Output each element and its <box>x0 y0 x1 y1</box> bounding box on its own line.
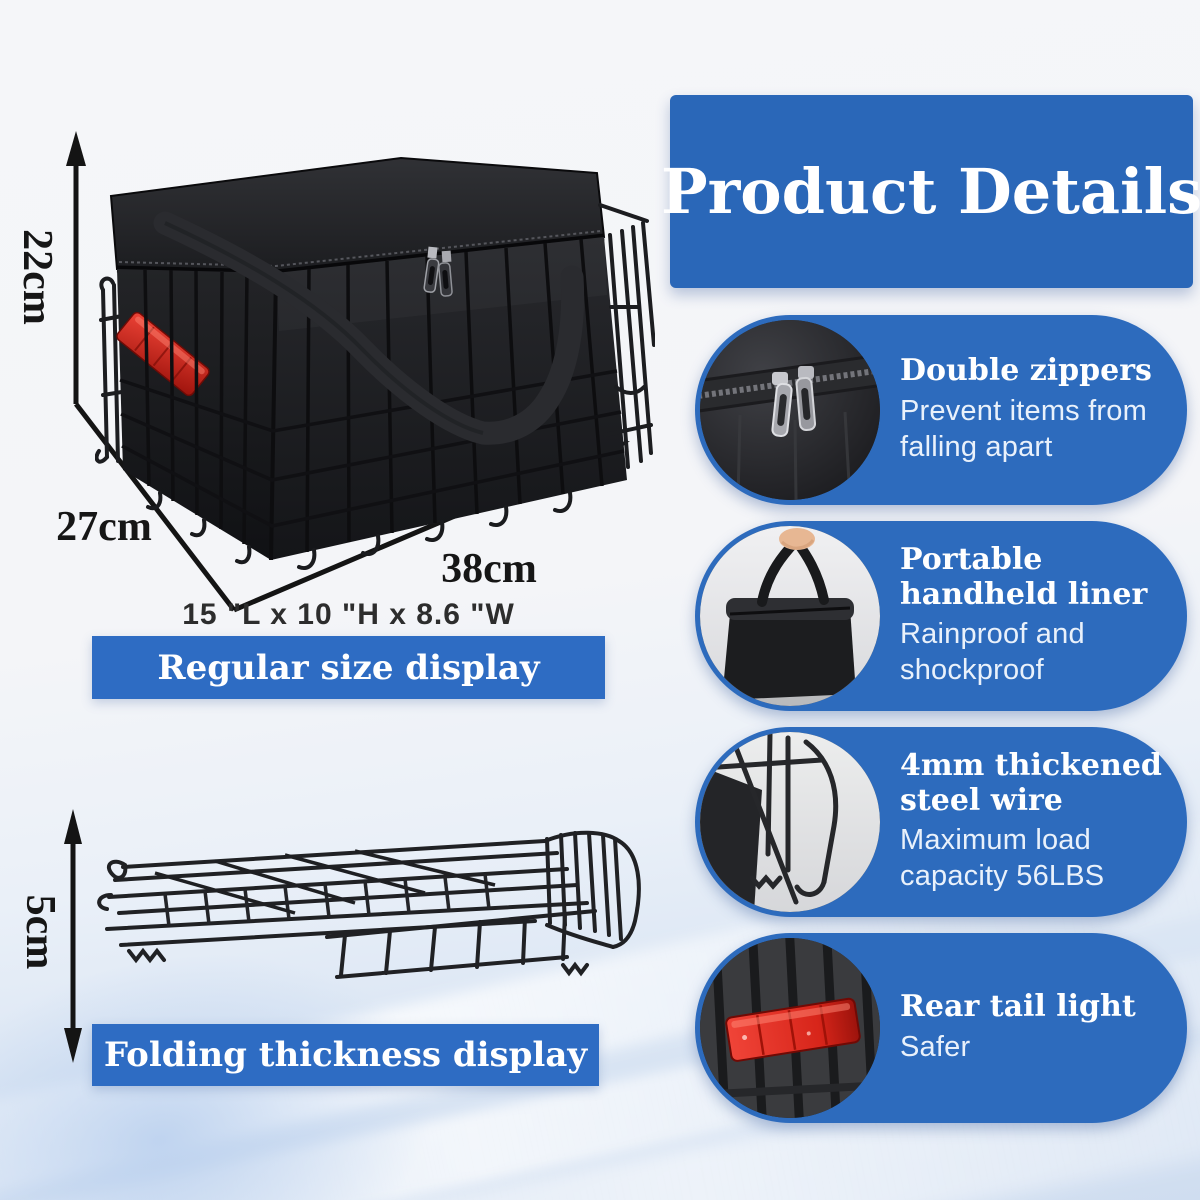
feature-desc: Maximum load capacity 56LBS <box>900 824 1105 893</box>
handheld-liner-photo <box>700 526 880 706</box>
feature-title: Double zippers <box>900 353 1152 389</box>
right-wire-overhang <box>598 203 655 469</box>
lid-zipper-teeth <box>118 230 602 268</box>
folded-basket-photo <box>97 830 641 979</box>
folded-grid-ticks <box>163 873 491 927</box>
feature-title: Portable handheld liner <box>900 541 1148 612</box>
steel-wires <box>701 732 839 905</box>
zipper-pulls <box>423 246 453 297</box>
folded-thickness-label: 5cm <box>17 894 63 970</box>
folded-front-rail <box>325 909 597 979</box>
basket-front-face <box>271 237 627 560</box>
tail-light-photo <box>700 938 880 1118</box>
main-basket-photo <box>95 156 655 570</box>
folded-hooks-springs <box>97 859 589 977</box>
product-details-title: Product Details <box>660 155 1200 228</box>
feature-title: Rear tail light <box>900 989 1136 1025</box>
double-zippers-photo <box>700 320 880 500</box>
height-dimension-arrow <box>66 131 86 404</box>
folding-thickness-banner: Folding thickness display <box>92 1024 599 1086</box>
feature-title: 4mm thickened steel wire <box>900 747 1162 818</box>
feature-card-steel-wire: 4mm thickened steel wire Maximum load ca… <box>695 727 1187 917</box>
height-dimension-label: 22cm <box>14 229 60 325</box>
folded-thickness-arrow <box>64 809 82 1063</box>
folded-diagonal-wires <box>154 849 496 915</box>
rear-reflector <box>725 997 861 1062</box>
imperial-size-text: 15 "L x 10 "H x 8.6 "W <box>182 598 515 631</box>
regular-size-banner: Regular size display <box>92 636 605 699</box>
feature-card-double-zippers: Double zippers Prevent items from fallin… <box>695 315 1187 505</box>
feature-desc: Rainproof and shockproof <box>900 618 1085 687</box>
left-face-wires <box>143 269 249 545</box>
folding-thickness-banner-label: Folding thickness display <box>103 1035 588 1075</box>
hand <box>779 528 815 550</box>
feature-desc: Prevent items from falling apart <box>900 394 1147 463</box>
regular-size-banner-label: Regular size display <box>157 647 540 688</box>
product-details-header: Product Details <box>661 95 1200 288</box>
folded-end-comb <box>543 830 641 949</box>
bottom-wire-hooks <box>146 491 573 570</box>
zipper-pull-icon <box>771 366 817 438</box>
feature-card-tail-light: Rear tail light Safer <box>695 933 1187 1123</box>
feature-card-handheld-liner: Portable handheld liner Rainproof and sh… <box>695 521 1187 711</box>
feature-desc: Safer <box>900 1030 971 1063</box>
liner-bag <box>722 598 856 700</box>
width-dimension-label: 38cm <box>441 546 537 592</box>
steel-wire-photo <box>700 732 880 912</box>
depth-dimension-label: 27cm <box>56 504 152 550</box>
